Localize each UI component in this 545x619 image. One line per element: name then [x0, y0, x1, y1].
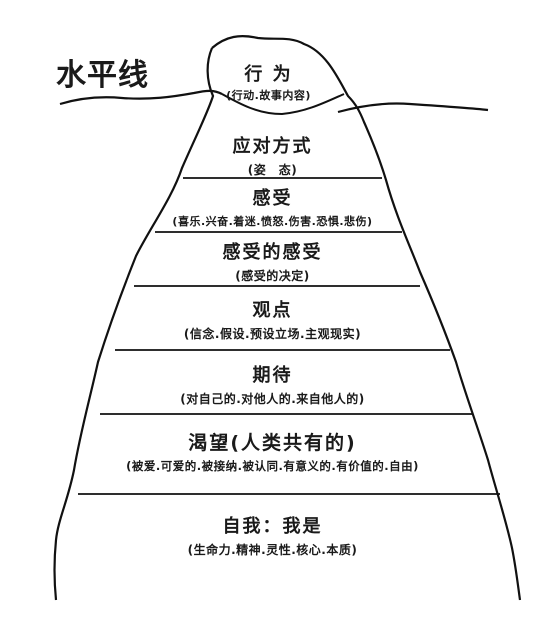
layer-subtitle: (信念.假设.预设立场.主观现实) [183, 327, 362, 341]
layer-yearnings: 渴望(人类共有的) (被爱.可爱的.被接纳.被认同.有意义的.有价值的.自由) [0, 428, 545, 474]
water-line [59, 89, 223, 106]
layer-subtitle: (被爱.可爱的.被接纳.被认同.有意义的.有价值的.自由) [126, 459, 419, 473]
layer-expectations: 期待 (对自己的.对他人的.来自他人的) [0, 361, 545, 407]
water-line-inner [221, 93, 345, 116]
iceberg-outline-right [211, 35, 522, 601]
iceberg-outline-left [53, 47, 215, 601]
layer-subtitle: (姿 态) [247, 163, 298, 177]
layer-perceptions: 观点 (信念.假设.预设立场.主观现实) [0, 296, 545, 342]
layer-self: 自我：我是 (生命力.精神.灵性.核心.本质) [0, 512, 545, 558]
layer-subtitle: (喜乐.兴奋.着迷.愤怒.伤害.恐惧.悲伤) [172, 215, 373, 228]
layer-subtitle: (生命力.精神.灵性.核心.本质) [187, 543, 358, 557]
water-line [337, 102, 489, 114]
layer-title: 行 为 [244, 64, 293, 85]
layer-title: 渴望(人类共有的) [188, 432, 357, 454]
layer-feelings-about-feelings: 感受的感受 (感受的决定) [0, 238, 545, 284]
layer-title: 自我：我是 [222, 516, 323, 537]
layer-title: 感受的感受 [222, 242, 323, 263]
layer-title: 应对方式 [232, 136, 313, 157]
layer-feelings: 感受 (喜乐.兴奋.着迷.愤怒.伤害.恐惧.悲伤) [0, 184, 545, 229]
layer-subtitle: (感受的决定) [235, 269, 310, 283]
layer-subtitle: (对自己的.对他人的.来自他人的) [180, 392, 365, 406]
waterline-label: 水平线 [56, 58, 149, 93]
layer-behavior: 行 为 (行动.故事内容) [0, 60, 541, 103]
layer-title: 期待 [252, 365, 293, 386]
layer-title: 感受 [252, 188, 293, 209]
layer-subtitle: (行动.故事内容) [226, 89, 311, 102]
layer-title: 观点 [252, 300, 293, 321]
layer-coping: 应对方式 (姿 态) [0, 132, 545, 178]
